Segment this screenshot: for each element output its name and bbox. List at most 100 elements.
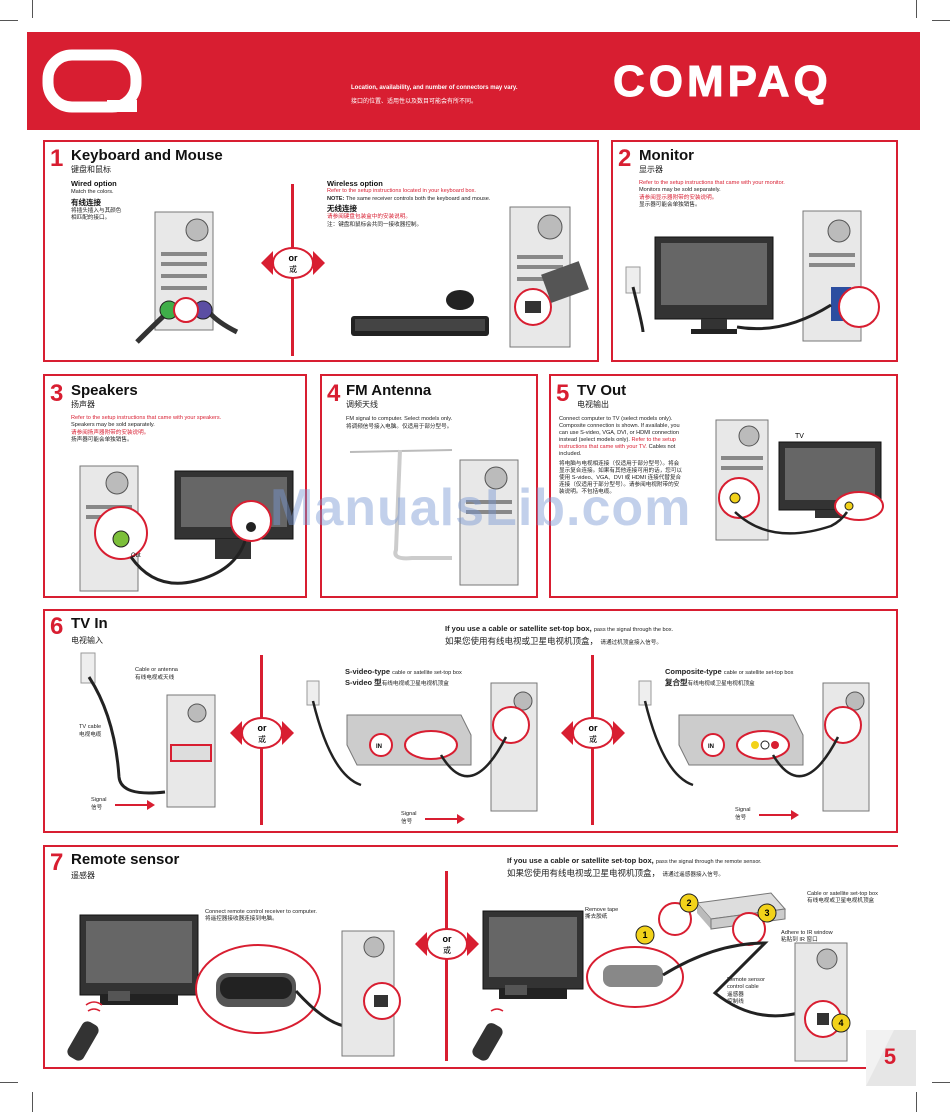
- panel-title: TV Out: [577, 382, 627, 399]
- out-jack-label: Out: [131, 553, 141, 559]
- adhere-ir-label: Adhere to IR window: [781, 930, 833, 936]
- panel-title: FM Antenna: [346, 382, 432, 399]
- crop-mark: [0, 1082, 18, 1083]
- settop-heading: If you use a cable or satellite set-top …: [507, 856, 654, 865]
- panel-remote-sensor: 7 Remote sensor 遥感器 If you use a cable o…: [43, 845, 898, 1069]
- connect-receiver-text-cn: 将遥控器接收器连接到电脑。: [205, 916, 278, 922]
- tvin-direct-illustration: [80, 652, 216, 808]
- panel-tv-in: 6 TV In 电视输入 If you use a cable or satel…: [43, 609, 898, 833]
- step-number: 7: [50, 849, 64, 876]
- header-notice-cn: 接口的位置、适用性以及数目可能会有所不同。: [351, 99, 478, 105]
- crop-mark: [0, 20, 18, 21]
- step-number: 3: [50, 380, 64, 407]
- sensor-cable-label: control cable: [727, 984, 759, 990]
- tv-label: TV: [795, 433, 804, 440]
- fm-desc-cn: 将调频信号接入电脑。仅适用于部分型号。: [346, 424, 453, 430]
- panel-title: Keyboard and Mouse: [71, 147, 223, 164]
- sensor-cable-label-cn: 遥感器: [727, 992, 744, 998]
- wireless-option-title: Wireless option: [327, 179, 383, 188]
- panel-title-cn: 显示器: [639, 165, 663, 174]
- compaq-wordmark-logo: COMPAQ: [613, 57, 829, 107]
- page-number: 5: [884, 1044, 896, 1069]
- settop-heading-cn-rest: 请通过遥感器接入信号。: [662, 872, 724, 878]
- or-badge: or 或: [415, 928, 479, 960]
- tvin-composite-illustration: IN: [638, 680, 870, 812]
- tvout-desc-cn: 显示复合连接。如果有其他连接可用的话，您可以: [559, 468, 683, 474]
- crop-mark: [32, 0, 33, 18]
- crop-mark: [932, 20, 950, 21]
- remove-tape-label-cn: 撕去胶纸: [585, 914, 608, 920]
- in-port-label: IN: [376, 744, 382, 750]
- tvout-instruction: instructions that came with your TV.: [559, 444, 647, 450]
- or-badge-label-cn: 或: [589, 734, 597, 744]
- wireless-option-title-cn: 无线连接: [327, 204, 357, 213]
- crop-mark: [916, 1092, 917, 1112]
- wired-option-title-cn: 有线连接: [71, 198, 101, 207]
- fm-desc: FM signal to computer. Select models onl…: [346, 416, 453, 422]
- panel-title: Speakers: [71, 382, 138, 399]
- signal-label: Signal: [735, 807, 751, 813]
- panel-title-cn: 遥感器: [71, 871, 95, 880]
- monitor-connection-illustration: [625, 210, 880, 342]
- tvout-desc: can use S-video, VGA, DVI, or HDMI conne…: [559, 430, 680, 436]
- panel-title: Monitor: [639, 147, 694, 164]
- speakers-instruction: Refer to the setup instructions that cam…: [71, 415, 222, 421]
- step-number: 4: [327, 380, 341, 407]
- step-number: 5: [556, 380, 570, 407]
- speakers-note-cn: 扬声器可能会单独销售。: [71, 437, 133, 443]
- crop-mark: [32, 1092, 33, 1112]
- step-number: 1: [50, 145, 64, 172]
- wireless-note-cn: 注：键盘和鼠标会共同一接收器控制。: [327, 222, 423, 228]
- sensor-cable-label-cn: 控制线: [727, 999, 744, 1005]
- panel-title-cn: 调频天线: [346, 400, 378, 409]
- or-badge-label: or: [258, 723, 267, 733]
- panel-title-cn: 扬声器: [71, 400, 95, 409]
- cable-antenna-label: Cable or antenna: [135, 667, 178, 673]
- tvout-desc: included.: [559, 451, 582, 457]
- signal-label-cn: 信号: [735, 815, 747, 821]
- speakers-note: Speakers may be sold separately.: [71, 422, 155, 428]
- svideo-title: S-video-type: [345, 667, 391, 676]
- signal-label-cn: 信号: [401, 819, 413, 825]
- tv-cable-label: TV cable: [79, 724, 102, 730]
- tvout-connection-illustration: TV: [715, 419, 884, 541]
- tvout-desc-cn: 将电脑与电视相连接（仅适用于部分型号）。将会: [559, 461, 680, 467]
- step-badge-2: 2: [686, 898, 691, 908]
- tvin-svideo-illustration: IN: [306, 680, 538, 812]
- wired-option-desc: Match the colors.: [71, 189, 114, 195]
- wired-option-desc-cn: 将插头插入与其颜色: [71, 208, 122, 214]
- panel-fm-antenna: 4 FM Antenna 调频天线 FM signal to computer.…: [320, 374, 538, 598]
- crop-mark: [932, 1082, 950, 1083]
- panel-speakers: 3 Speakers 扬声器 Refer to the setup instru…: [43, 374, 307, 598]
- remote-receiver-illustration: [67, 914, 401, 1061]
- or-badge-label-cn: 或: [258, 734, 266, 744]
- wireless-note: The same receiver controls both the keyb…: [345, 196, 491, 202]
- crop-mark: [916, 0, 917, 18]
- composite-title-cn: 复合型: [665, 678, 688, 687]
- tvout-desc: Connect computer to TV (select models on…: [559, 416, 673, 422]
- connect-receiver-text: Connect remote control receiver to compu…: [205, 909, 317, 915]
- monitor-note: Monitors may be sold separately.: [639, 187, 721, 193]
- tvout-desc: instead (select models only).: [559, 437, 630, 443]
- in-port-label: IN: [708, 744, 714, 750]
- step-badge-3: 3: [764, 908, 769, 918]
- or-badge-label: or: [443, 934, 452, 944]
- settop-heading-rest: pass the signal through the remote senso…: [655, 859, 762, 865]
- wired-option-desc-cn: 相匹配的接口。: [71, 215, 111, 221]
- page-number-corner: 5: [866, 1030, 916, 1086]
- svg-text:COMPAQ: COMPAQ: [613, 57, 832, 106]
- speakers-instruction-cn: 请参阅扬声器附带的安装说明。: [71, 430, 150, 436]
- watermark: ManualsLib.com: [270, 479, 692, 537]
- step-number: 6: [50, 613, 64, 640]
- panel-title-cn: 电视输入: [71, 636, 103, 645]
- tvout-desc-cn: 使用 S-video、VGA、DVI 或 HDMI 连接代替复合: [559, 475, 682, 481]
- signal-arrow: [115, 800, 155, 810]
- or-badge-label-cn: 或: [289, 264, 297, 274]
- wireless-option-instruction-cn: 请参阅键盘包装盒中的安装说明。: [327, 214, 411, 220]
- composite-title: Composite-type: [665, 667, 722, 676]
- step-number: 2: [618, 145, 632, 172]
- signal-arrow: [759, 810, 799, 820]
- speakers-connection-illustration: Out: [79, 465, 294, 592]
- step-badge-1: 1: [642, 930, 647, 940]
- wired-option-title: Wired option: [71, 179, 117, 188]
